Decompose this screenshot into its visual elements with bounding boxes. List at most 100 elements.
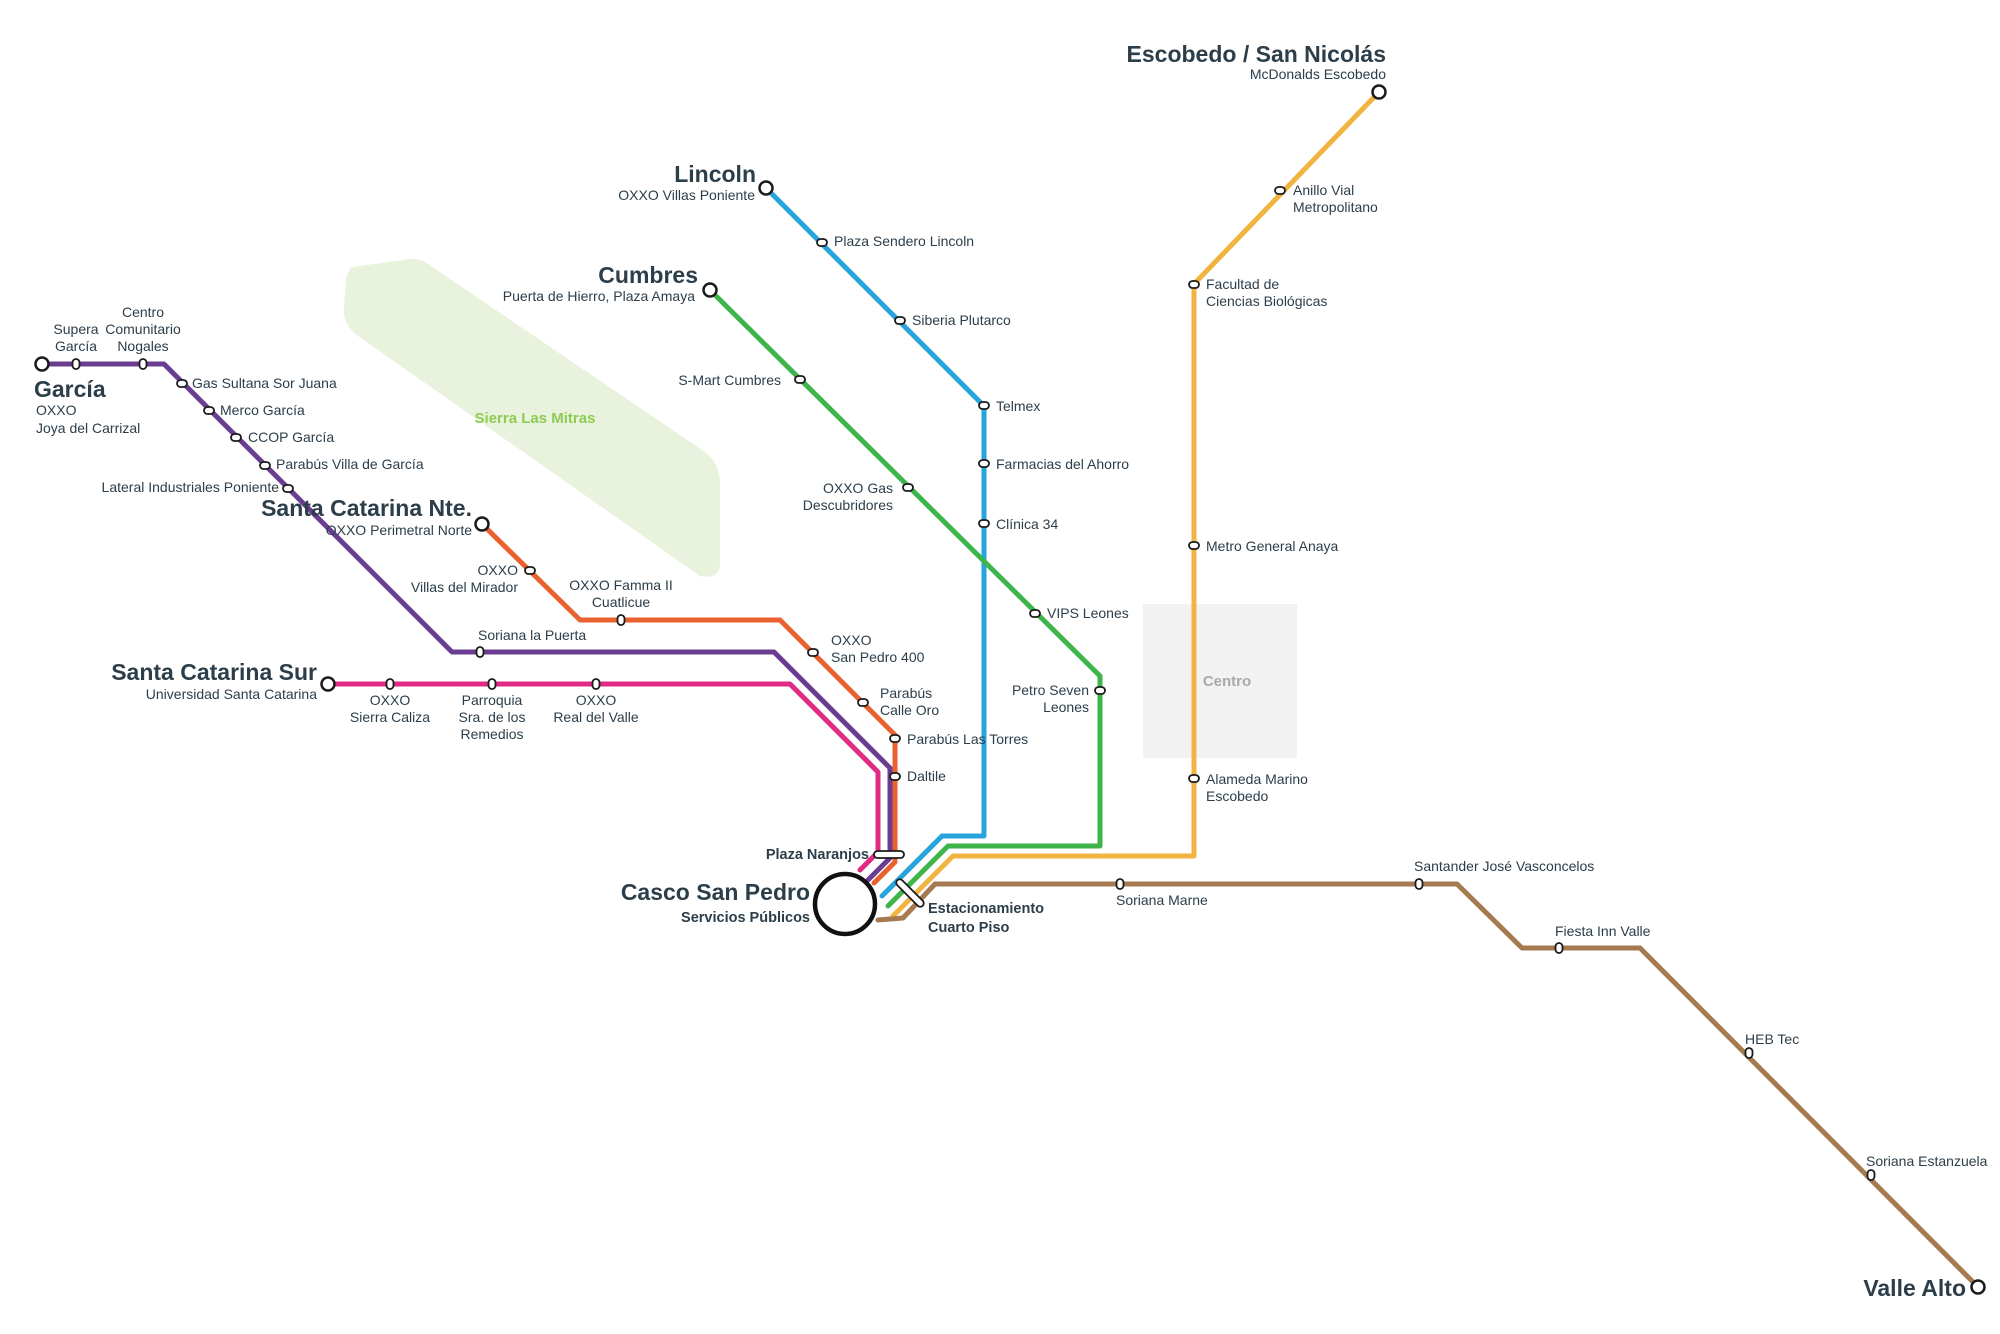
- stop-lateral-industriales[interactable]: [282, 484, 294, 493]
- stop-daltile[interactable]: [889, 772, 901, 781]
- lateral-label: Lateral Industriales Poniente: [102, 479, 280, 495]
- stop-petro-seven[interactable]: [1094, 686, 1106, 695]
- terminal-cumbres[interactable]: [702, 282, 718, 298]
- stop-smart-cumbres[interactable]: [794, 375, 806, 384]
- stop-oxxo-famma[interactable]: [616, 614, 626, 626]
- oxxo-sp400-label-2: San Pedro 400: [831, 649, 925, 665]
- parabus-villa-label: Parabús Villa de García: [276, 456, 424, 472]
- line-green: [707, 287, 1103, 909]
- smart-label: S-Mart Cumbres: [678, 372, 781, 388]
- stop-plaza-naranjos[interactable]: [873, 850, 905, 859]
- oxxo-sp400-label-1: OXXO: [831, 632, 872, 648]
- soriana-puerta-label: Soriana la Puerta: [478, 627, 586, 643]
- stop-oxxo-sp400[interactable]: [807, 648, 819, 657]
- stop-oxxo-mirador[interactable]: [524, 566, 536, 575]
- centro-label: Centro: [1203, 673, 1251, 690]
- garcia-sub2: Joya del Carrizal: [36, 420, 140, 436]
- estacionamiento-label-2: Cuarto Piso: [928, 920, 1010, 936]
- line-brown-hub: [875, 881, 938, 923]
- cumbres-name: Cumbres: [598, 262, 698, 288]
- stop-parabus-oro[interactable]: [857, 698, 869, 707]
- metro-anaya-label: Metro General Anaya: [1206, 538, 1339, 554]
- stop-parabus-torres[interactable]: [889, 734, 901, 743]
- facultad-label-2: Ciencias Biológicas: [1206, 293, 1327, 309]
- stop-heb-tec[interactable]: [1744, 1047, 1754, 1059]
- parroquia-label-2: Sra. de los: [459, 709, 526, 725]
- oxxo-famma-label-2: Cuatlicue: [592, 594, 651, 610]
- oxxo-caliza-label-1: OXXO: [370, 692, 411, 708]
- oxxo-caliza-label-2: Sierra Caliza: [350, 709, 430, 725]
- stop-soriana-marne[interactable]: [1115, 878, 1125, 890]
- stop-ccop-garcia[interactable]: [230, 433, 242, 442]
- sierra-las-mitras-area: [343, 258, 720, 577]
- sc-sur-name: Santa Catarina Sur: [111, 659, 317, 685]
- oxxo-mirador-label-2: Villas del Mirador: [411, 579, 518, 595]
- garcia-sub1: OXXO: [36, 402, 77, 418]
- stop-merco-garcia[interactable]: [203, 406, 215, 415]
- hub-casco-san-pedro[interactable]: [812, 871, 878, 937]
- fiesta-inn-label: Fiesta Inn Valle: [1555, 923, 1651, 939]
- terminal-garcia[interactable]: [34, 356, 50, 372]
- daltile-label: Daltile: [907, 768, 946, 784]
- terminal-valle-alto[interactable]: [1970, 1279, 1986, 1295]
- soriana-estanzuela-label: Soriana Estanzuela: [1866, 1153, 1988, 1169]
- stop-oxxo-valle[interactable]: [591, 678, 601, 690]
- centro-com-label-2: Comunitario: [105, 321, 181, 337]
- sc-norte-name: Santa Catarina Nte.: [261, 495, 472, 521]
- oxxo-gas-label-1: OXXO Gas: [823, 480, 893, 496]
- stop-centro-comunitario[interactable]: [138, 358, 148, 370]
- stop-soriana-puerta[interactable]: [475, 646, 485, 658]
- supera-label-2: García: [55, 338, 97, 354]
- oxxo-gas-label-2: Descubridores: [803, 497, 893, 513]
- oxxo-mirador-label-1: OXXO: [478, 562, 519, 578]
- centro-com-label-3: Nogales: [117, 338, 168, 354]
- line-orange: [479, 521, 898, 886]
- stop-siberia[interactable]: [894, 316, 906, 325]
- stop-telmex[interactable]: [978, 401, 990, 410]
- stop-oxxo-gas[interactable]: [902, 483, 914, 492]
- petro-label-2: Leones: [1043, 699, 1089, 715]
- line-brown: [932, 881, 1981, 1290]
- parabus-oro-label-2: Calle Oro: [880, 702, 939, 718]
- stop-soriana-estanzuela[interactable]: [1866, 1169, 1876, 1181]
- cumbres-sub: Puerta de Hierro, Plaza Amaya: [503, 288, 695, 304]
- soriana-marne-label: Soriana Marne: [1116, 892, 1208, 908]
- stop-parroquia[interactable]: [487, 678, 497, 690]
- stop-fiesta-inn[interactable]: [1554, 942, 1564, 954]
- stop-facultad[interactable]: [1188, 280, 1200, 289]
- siberia-label: Siberia Plutarco: [912, 312, 1011, 328]
- petro-label-1: Petro Seven: [1012, 682, 1089, 698]
- oxxo-valle-label-2: Real del Valle: [553, 709, 639, 725]
- terminal-escobedo[interactable]: [1371, 84, 1387, 100]
- alameda-label-1: Alameda Marino: [1206, 771, 1308, 787]
- line-magenta: [325, 681, 881, 873]
- terminal-sc-sur[interactable]: [320, 676, 336, 692]
- telmex-label: Telmex: [996, 398, 1040, 414]
- stop-alameda[interactable]: [1188, 774, 1200, 783]
- oxxo-famma-label-1: OXXO Famma II: [569, 577, 672, 593]
- stop-supera-garcia[interactable]: [71, 358, 81, 370]
- stop-metro-anaya[interactable]: [1188, 541, 1200, 550]
- stop-oxxo-caliza[interactable]: [385, 678, 395, 690]
- alameda-label-2: Escobedo: [1206, 788, 1268, 804]
- supera-label-1: Supera: [53, 321, 98, 337]
- stop-anillo-vial[interactable]: [1274, 186, 1286, 195]
- oxxo-valle-label-1: OXXO: [576, 692, 617, 708]
- clinica-label: Clínica 34: [996, 516, 1058, 532]
- stop-vips-leones[interactable]: [1029, 609, 1041, 618]
- stop-parabus-villa[interactable]: [259, 461, 271, 470]
- vips-label: VIPS Leones: [1047, 605, 1129, 621]
- stop-farmacias[interactable]: [978, 459, 990, 468]
- anillo-label-2: Metropolitano: [1293, 199, 1378, 215]
- centro-area: [1143, 604, 1297, 758]
- terminal-lincoln[interactable]: [758, 180, 774, 196]
- escobedo-sub: McDonalds Escobedo: [1250, 66, 1386, 82]
- stop-santander[interactable]: [1414, 878, 1424, 890]
- stop-gas-sultana[interactable]: [176, 379, 188, 388]
- terminal-sc-norte[interactable]: [474, 516, 490, 532]
- parroquia-label-1: Parroquia: [462, 692, 523, 708]
- stop-plaza-sendero[interactable]: [816, 238, 828, 247]
- heb-tec-label: HEB Tec: [1745, 1031, 1799, 1047]
- stop-clinica[interactable]: [978, 519, 990, 528]
